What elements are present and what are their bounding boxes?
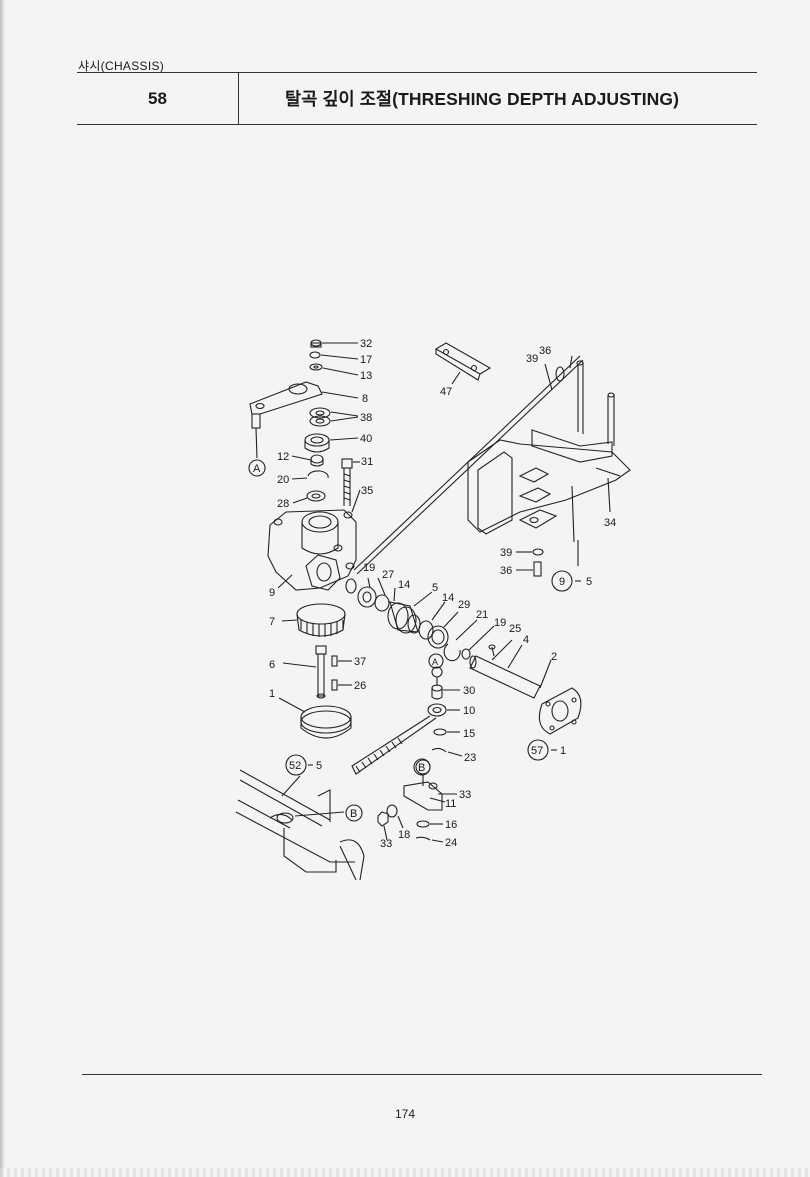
gearbox-housing: [267, 509, 357, 591]
callout-6: 6: [269, 659, 275, 671]
assembly-ref-52-number: 52: [289, 760, 301, 772]
callout-25: 25: [509, 623, 521, 635]
callout-7: 7: [269, 616, 275, 628]
callout-27: 27: [382, 569, 394, 581]
header-rule-top: [77, 72, 757, 73]
callout-33b: 33: [380, 838, 392, 850]
callout-40: 40: [360, 433, 372, 445]
adjusting-rod: [351, 666, 463, 775]
output-shaft: [469, 639, 582, 735]
callout-9: 9: [269, 587, 275, 599]
callout-47: 47: [440, 386, 452, 398]
header-divider: [238, 72, 239, 125]
callout-30: 30: [463, 685, 475, 697]
callout-5: 5: [432, 582, 438, 594]
page-binding-edge: [0, 0, 5, 1177]
ref-b-clamp: B: [418, 762, 425, 774]
assembly-ref-dashes: [308, 580, 581, 766]
callout-18: 18: [398, 829, 410, 841]
callout-2: 2: [551, 651, 557, 663]
lower-bolt-and-washer: [516, 548, 544, 577]
scan-artifact-strip: [0, 1168, 810, 1177]
clamp-block: [377, 759, 457, 843]
callout-labels: 32 17 13 8 38 40 12 31 20 35 28 19 27 14…: [253, 338, 616, 850]
assembly-ref-9-part: 5: [586, 576, 592, 588]
callout-39: 39: [526, 353, 538, 365]
callout-10: 10: [463, 705, 475, 717]
page-code: 58: [148, 89, 167, 108]
callout-32: 32: [360, 338, 372, 350]
callout-37: 37: [354, 656, 366, 668]
callout-20: 20: [277, 474, 289, 486]
callout-12: 12: [277, 451, 289, 463]
callout-28: 28: [277, 498, 289, 510]
seal-and-ring: [291, 454, 329, 504]
callout-15: 15: [463, 728, 475, 740]
assembly-ref-9-number: 9: [559, 576, 565, 588]
callout-17: 17: [360, 354, 372, 366]
ref-b-frame: B: [350, 808, 357, 820]
long-bolt: [341, 458, 361, 519]
section-label: 샤시(CHASSIS): [78, 59, 165, 73]
callout-36b: 36: [500, 565, 512, 577]
callout-14: 14: [398, 579, 410, 591]
footer-rule: [82, 1074, 762, 1075]
bushing-stack: [304, 407, 359, 453]
callout-39b: 39: [500, 547, 512, 559]
callout-1: 1: [269, 688, 275, 700]
callout-24: 24: [445, 837, 457, 849]
bracket-plate: [434, 342, 492, 385]
callout-33: 33: [459, 789, 471, 801]
callout-38: 38: [360, 412, 372, 424]
callout-19b: 19: [494, 617, 506, 629]
callout-34: 34: [604, 517, 616, 529]
callout-31: 31: [361, 456, 373, 468]
page-number: 174: [394, 1107, 416, 1121]
callout-13: 13: [360, 370, 372, 382]
header-rule-bottom: [77, 124, 757, 125]
callout-29: 29: [458, 599, 470, 611]
callout-23: 23: [464, 752, 476, 764]
callout-14b: 14: [442, 592, 454, 604]
callout-16: 16: [445, 819, 457, 831]
adjuster-knob: [278, 603, 352, 739]
connecting-wire: [353, 355, 584, 575]
frame-bracket: [467, 355, 631, 566]
callout-36: 36: [539, 345, 551, 357]
callout-11: 11: [445, 798, 456, 810]
assembly-ref-57-part: 1: [560, 745, 566, 757]
page-title: 탈곡 깊이 조절(THRESHING DEPTH ADJUSTING): [285, 89, 680, 109]
callout-8: 8: [362, 393, 368, 405]
reference-markers: [248, 459, 573, 822]
callout-35: 35: [361, 485, 373, 497]
lever-arm: [249, 381, 359, 459]
callout-21: 21: [476, 609, 488, 621]
ref-a-top: A: [253, 463, 261, 475]
callout-4: 4: [523, 634, 529, 646]
assembly-ref-57-number: 57: [531, 745, 543, 757]
top-hardware-stack: [309, 339, 359, 376]
ref-a-rod: A: [432, 657, 438, 667]
callout-26: 26: [354, 680, 366, 692]
callout-19: 19: [363, 562, 375, 574]
assembly-ref-52-part: 5: [316, 760, 322, 772]
lower-frame-fragment: [235, 769, 365, 881]
worm-shaft-assembly: [345, 577, 495, 662]
